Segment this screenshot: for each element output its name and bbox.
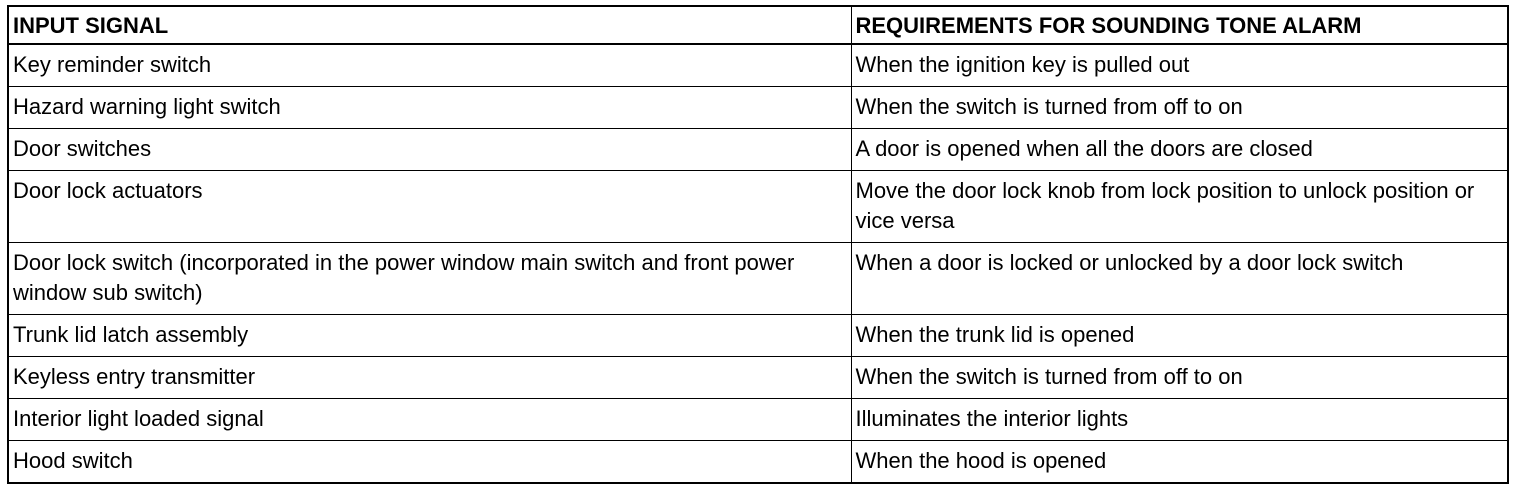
input-signal-cell: Key reminder switch [7,43,852,87]
table-row: Interior light loaded signal Illuminates… [7,398,1509,441]
header-row: INPUT SIGNAL REQUIREMENTS FOR SOUNDING T… [7,5,1509,45]
tone-alarm-table: INPUT SIGNAL REQUIREMENTS FOR SOUNDING T… [7,5,1509,484]
table-row: Key reminder switch When the ignition ke… [7,43,1509,87]
input-signal-cell: Hood switch [7,440,852,484]
requirement-cell: When the switch is turned from off to on [850,356,1509,399]
tone-alarm-table-container: INPUT SIGNAL REQUIREMENTS FOR SOUNDING T… [7,5,1509,484]
requirement-cell: When the ignition key is pulled out [850,43,1509,87]
table-row: Keyless entry transmitter When the switc… [7,356,1509,399]
input-signal-cell: Interior light loaded signal [7,398,852,441]
input-signal-cell: Trunk lid latch assembly [7,314,852,357]
requirement-cell: When the switch is turned from off to on [850,86,1509,129]
table-row: Door lock actuators Move the door lock k… [7,170,1509,243]
requirement-cell: Illuminates the interior lights [850,398,1509,441]
requirement-cell: When the trunk lid is opened [850,314,1509,357]
input-signal-cell: Hazard warning light switch [7,86,852,129]
requirement-cell: A door is opened when all the doors are … [850,128,1509,171]
header-requirements: REQUIREMENTS FOR SOUNDING TONE ALARM [850,5,1509,45]
input-signal-cell: Door lock actuators [7,170,852,243]
table-row: Door lock switch (incorporated in the po… [7,242,1509,315]
header-input-signal: INPUT SIGNAL [7,5,852,45]
table-row: Hood switch When the hood is opened [7,440,1509,484]
requirement-cell: When the hood is opened [850,440,1509,484]
requirement-cell: Move the door lock knob from lock positi… [850,170,1509,243]
table-row: Door switches A door is opened when all … [7,128,1509,171]
input-signal-cell: Keyless entry transmitter [7,356,852,399]
input-signal-cell: Door lock switch (incorporated in the po… [7,242,852,315]
table-row: Trunk lid latch assembly When the trunk … [7,314,1509,357]
input-signal-cell: Door switches [7,128,852,171]
table-row: Hazard warning light switch When the swi… [7,86,1509,129]
requirement-cell: When a door is locked or unlocked by a d… [850,242,1509,315]
